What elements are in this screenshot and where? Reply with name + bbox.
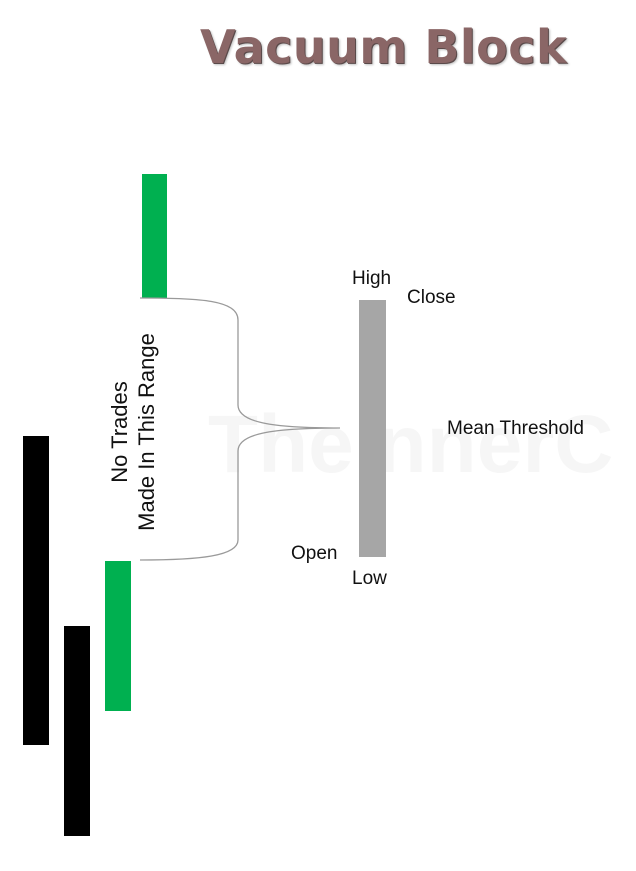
bearish-candle-right xyxy=(64,626,90,836)
bullish-candle-lower xyxy=(105,561,131,711)
close-label: Close xyxy=(407,287,456,308)
mean-threshold-label: Mean Threshold xyxy=(447,418,584,439)
vacuum-candle xyxy=(359,300,386,557)
curly-brace xyxy=(139,297,341,561)
no-trades-label: No Trades Made In This Range xyxy=(106,333,160,531)
bearish-candle-left xyxy=(23,436,49,745)
low-label: Low xyxy=(352,568,387,589)
no-trades-label-line1: No Trades xyxy=(107,381,132,483)
open-label: Open xyxy=(291,543,338,564)
diagram-title: Vacuum Block xyxy=(200,20,568,74)
no-trades-label-line2: Made In This Range xyxy=(134,333,159,531)
high-label: High xyxy=(352,268,392,289)
bullish-candle-upper xyxy=(142,174,167,298)
